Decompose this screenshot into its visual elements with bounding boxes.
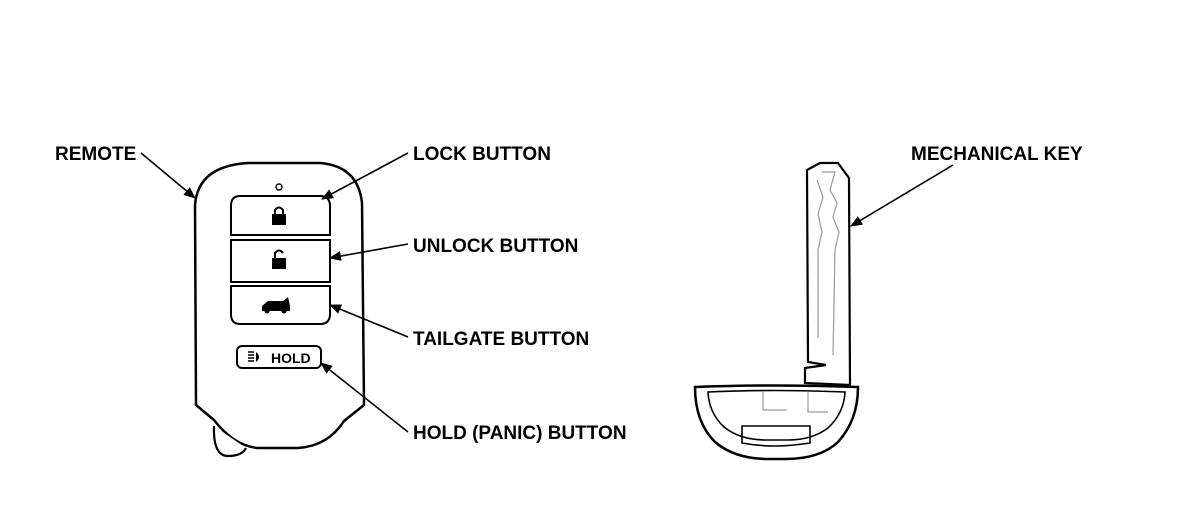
remote-label: REMOTE <box>55 144 137 165</box>
unlock-button-label: UNLOCK BUTTON <box>413 236 579 257</box>
unlock-button-arrow <box>329 243 409 261</box>
indicator-light-icon <box>275 183 283 191</box>
lock-icon <box>272 206 286 225</box>
key-head-outline <box>693 384 860 461</box>
hold-panic-button-label: HOLD (PANIC) BUTTON <box>413 423 627 444</box>
tailgate-button-arrow <box>329 304 409 338</box>
lock-button[interactable] <box>230 195 331 236</box>
key-ring-tab <box>212 425 247 458</box>
tailgate-button[interactable] <box>230 285 331 325</box>
remote-fob: HOLD <box>193 161 366 458</box>
lock-button-label: LOCK BUTTON <box>413 144 551 165</box>
key-blade-groove <box>816 171 840 356</box>
key-head-detail <box>762 392 828 413</box>
key-head-inner <box>707 389 846 441</box>
mechanical-key <box>693 161 860 461</box>
hold-button-arrow <box>320 362 409 433</box>
key-blade-outline <box>803 161 852 387</box>
tailgate-car-icon <box>262 297 290 314</box>
key-head-grip <box>741 425 811 447</box>
hold-button-text: HOLD <box>271 350 311 366</box>
mechanical-key-label: MECHANICAL KEY <box>911 144 1083 165</box>
lock-button-arrow <box>321 152 409 200</box>
remote-arrow <box>140 152 196 199</box>
headlight-icon <box>248 351 259 362</box>
unlock-icon <box>272 249 286 269</box>
hold-panic-button[interactable]: HOLD <box>236 345 322 369</box>
leader-arrows <box>140 152 954 433</box>
tailgate-button-label: TAILGATE BUTTON <box>413 329 590 350</box>
mechanical-key-arrow <box>850 164 954 227</box>
unlock-button[interactable] <box>230 239 331 283</box>
